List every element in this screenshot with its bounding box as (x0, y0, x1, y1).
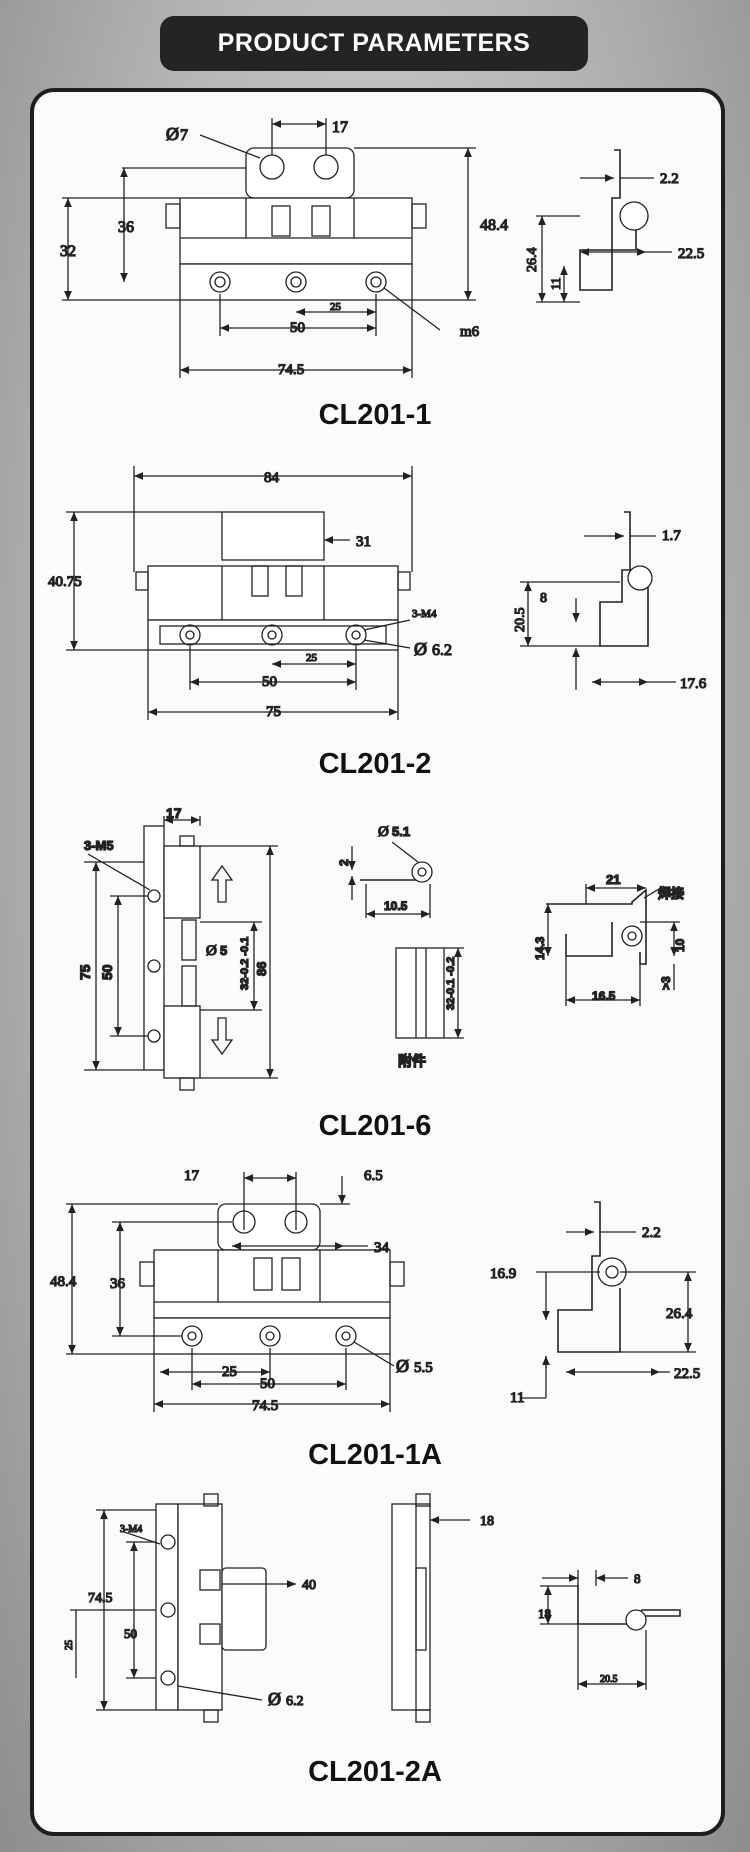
drawing-cl201-1: 7 Ø 17 36 32 48.4 25 50 74.5 m6 2.2 26.4… (59, 118, 705, 379)
dim-label: 36 (110, 1276, 126, 1292)
svg-text:Ø: Ø (378, 824, 389, 840)
dim-label: 84 (264, 470, 280, 486)
svg-text:Ø: Ø (206, 943, 217, 959)
dim-label: 22.5 (674, 1366, 700, 1382)
drawing-cl201-6: 17 3-M5 75 50 5 Ø 32-0.2 -0.1 86 5.1 Ø 2… (76, 804, 688, 1091)
dim-label: 7 (180, 127, 188, 144)
dim-label: 40.75 (48, 574, 82, 590)
drawing-cl201-1a: 17 6.5 34 48.4 36 25 50 74.5 5.5 Ø 2.2 1… (49, 1167, 701, 1414)
dim-label: 附件 (398, 1053, 426, 1069)
dim-label: 18 (538, 1606, 551, 1621)
dim-label: 17 (184, 1168, 200, 1184)
dim-label: 8 (634, 1571, 641, 1586)
dim-label: 6.5 (364, 1168, 383, 1184)
model-caption: CL201-2A (308, 1756, 442, 1788)
dim-label: 10.5 (384, 899, 408, 913)
dim-label: 25 (64, 1640, 75, 1650)
dim-label: 21 (606, 872, 620, 887)
dim-label: 74.5 (88, 1591, 113, 1606)
dim-label: 10 (673, 938, 687, 952)
dim-label: 14.3 (533, 936, 547, 960)
dim-label: 36 (118, 219, 134, 236)
dim-label: 20.5 (600, 1674, 618, 1685)
dim-label: 25 (222, 1364, 237, 1380)
dim-label: 焊接 (658, 886, 684, 901)
dim-label: 11 (510, 1390, 524, 1406)
dim-label: 86 (254, 962, 269, 976)
dim-label: 3-M4 (412, 608, 437, 620)
dim-label: 5.1 (392, 824, 410, 839)
dim-label: 16.9 (490, 1266, 516, 1282)
dim-label: 1.7 (662, 528, 681, 544)
model-caption: CL201-1A (308, 1439, 442, 1471)
model-caption: CL201-2 (318, 748, 432, 780)
dim-label: 11 (548, 277, 563, 290)
dim-label: 32-0.1 -0.2 (445, 957, 457, 1010)
dim-label: 25 (306, 652, 318, 664)
dim-label: 74.5 (252, 1398, 278, 1414)
dim-label: 17.6 (680, 676, 707, 692)
dim-label: 50 (260, 1376, 275, 1392)
dim-label: 3-M4 (120, 1524, 142, 1535)
dim-label: 2.2 (660, 171, 679, 187)
dim-label: 75 (266, 704, 281, 720)
dim-label: 8 (540, 591, 547, 606)
dim-label: 3-M5 (84, 838, 114, 853)
dim-label: 48.4 (50, 1274, 77, 1290)
dim-label: 50 (124, 1626, 137, 1641)
dim-label: 6.2 (286, 1694, 304, 1709)
dim-label: >3 (659, 976, 673, 990)
drawing-cl201-2a: 3-M4 74.5 50 25 40 6.2 Ø 18 8 18 20.5 (63, 1493, 681, 1723)
dim-label: m6 (460, 324, 480, 340)
dim-label: 31 (356, 534, 371, 550)
svg-text:Ø: Ø (268, 1689, 281, 1709)
dim-label: 2.2 (642, 1225, 661, 1241)
dim-label: 16.5 (592, 989, 616, 1003)
dim-label: 50 (290, 320, 305, 336)
dim-label: 26.4 (666, 1306, 693, 1322)
dim-label: 20.5 (513, 608, 528, 633)
dim-label: 50 (99, 964, 115, 980)
dim-label: 18 (480, 1514, 494, 1529)
dim-label: 26.4 (525, 248, 540, 273)
dim-label: 75 (77, 964, 93, 980)
drawing-cl201-2: 84 31 40.75 3-M4 6.2 Ø 25 50 75 1.7 8 20… (47, 466, 707, 721)
dim-label: 6.2 (432, 642, 452, 659)
model-caption: CL201-6 (318, 1110, 432, 1142)
dim-label: 48.4 (480, 217, 508, 234)
dim-label: 34 (374, 1240, 390, 1256)
dim-label: 50 (262, 674, 277, 690)
model-caption: CL201-1 (318, 399, 432, 431)
dim-label: 25 (330, 301, 342, 313)
dim-label: 40 (302, 1578, 316, 1593)
svg-text:Ø: Ø (396, 1356, 409, 1376)
dim-label: 17 (332, 119, 348, 136)
svg-text:Ø: Ø (166, 124, 179, 144)
page-title: PRODUCT PARAMETERS (160, 16, 588, 71)
dim-label: 22.5 (678, 246, 704, 262)
dim-label: 32 (60, 243, 76, 260)
dim-label: 5 (220, 943, 227, 958)
svg-text:Ø: Ø (414, 639, 427, 659)
dim-label: 32-0.2 -0.1 (239, 937, 251, 990)
dim-label: 17 (166, 805, 182, 821)
dim-label: 2 (337, 859, 351, 866)
dim-label: 5.5 (414, 1360, 433, 1376)
dim-label: 74.5 (278, 362, 304, 378)
